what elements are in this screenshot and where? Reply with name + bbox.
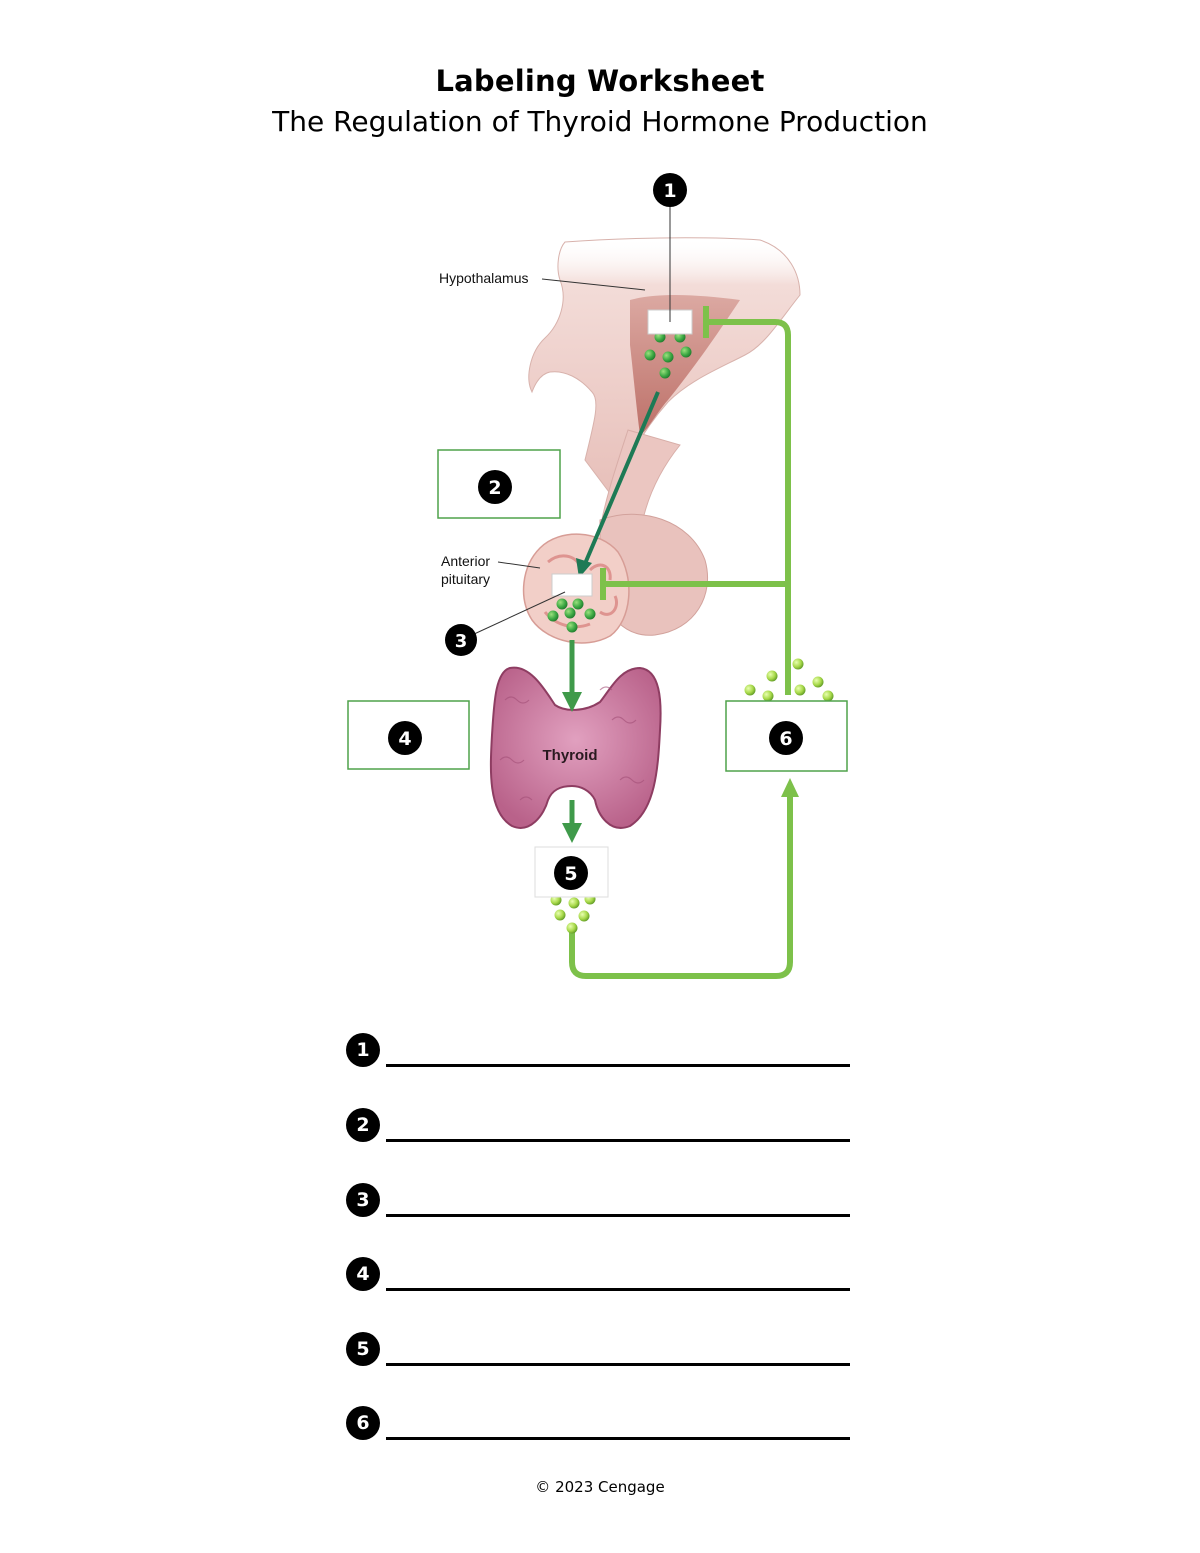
answer-row-2: 2 xyxy=(346,1108,856,1148)
answer-row-3: 3 xyxy=(346,1183,856,1223)
trh-arrowhead xyxy=(576,558,592,578)
answer-blank-4[interactable] xyxy=(386,1288,850,1291)
svg-text:2: 2 xyxy=(488,477,501,499)
leader-hypothalamus xyxy=(541,278,646,291)
t3-t4-arrowhead xyxy=(562,823,582,843)
tsh-arrowhead xyxy=(562,692,582,712)
callout-3: 3 xyxy=(445,624,477,656)
worksheet-title: Labeling Worksheet xyxy=(435,64,765,98)
answer-blank-6[interactable] xyxy=(386,1437,850,1440)
answer-row-1: 1 xyxy=(346,1033,856,1073)
answer-blank-2[interactable] xyxy=(386,1139,850,1142)
answer-blank-3[interactable] xyxy=(386,1214,850,1217)
svg-text:5: 5 xyxy=(564,863,577,885)
callout-4: 4 xyxy=(388,721,422,755)
answer-number-1: 1 xyxy=(346,1033,380,1067)
pituitary-label-box xyxy=(551,573,593,597)
leader-anterior-pituitary xyxy=(497,561,541,569)
answer-row-5: 5 xyxy=(346,1332,856,1372)
thyroid-hormone-molecules xyxy=(550,893,596,934)
answer-row-4: 4 xyxy=(346,1257,856,1297)
answer-number-6: 6 xyxy=(346,1406,380,1440)
negative-feedback-loop xyxy=(569,790,793,979)
worksheet-subtitle: The Regulation of Thyroid Hormone Produc… xyxy=(272,105,928,138)
hypothalamus-label: Hypothalamus xyxy=(439,270,529,286)
svg-text:3: 3 xyxy=(455,631,468,652)
answer-blank-5[interactable] xyxy=(386,1363,850,1366)
thyroid-label: Thyroid xyxy=(543,747,598,764)
copyright-footer: © 2023 Cengage xyxy=(535,1478,665,1496)
answer-number-5: 5 xyxy=(346,1332,380,1366)
thyroid-regulation-diagram: Thyroid xyxy=(347,173,848,979)
feedback-molecules xyxy=(744,658,834,702)
leader-callout-3 xyxy=(471,591,566,636)
anterior-pituitary-label-line2: pituitary xyxy=(441,571,490,587)
anterior-pituitary-label-line1: Anterior xyxy=(441,553,490,569)
answer-row-6: 6 xyxy=(346,1406,856,1446)
pituitary-vessels xyxy=(543,554,618,629)
feedback-to-hypothalamus xyxy=(708,319,791,695)
callout-2: 2 xyxy=(478,470,512,504)
callout-5: 5 xyxy=(554,856,588,890)
svg-text:6: 6 xyxy=(779,728,792,750)
svg-text:1: 1 xyxy=(663,180,676,202)
callout-1: 1 xyxy=(653,173,687,207)
tsh-molecules xyxy=(547,598,596,633)
trh-arrow xyxy=(582,391,660,567)
callout-6: 6 xyxy=(769,721,803,755)
answer-number-3: 3 xyxy=(346,1183,380,1217)
answer-number-4: 4 xyxy=(346,1257,380,1291)
svg-text:4: 4 xyxy=(398,728,411,750)
feedback-arrowhead xyxy=(781,778,799,797)
answer-blank-1[interactable] xyxy=(386,1064,850,1067)
thyroid-texture xyxy=(499,686,645,801)
thyroid-gland xyxy=(489,666,662,829)
answer-number-2: 2 xyxy=(346,1108,380,1142)
